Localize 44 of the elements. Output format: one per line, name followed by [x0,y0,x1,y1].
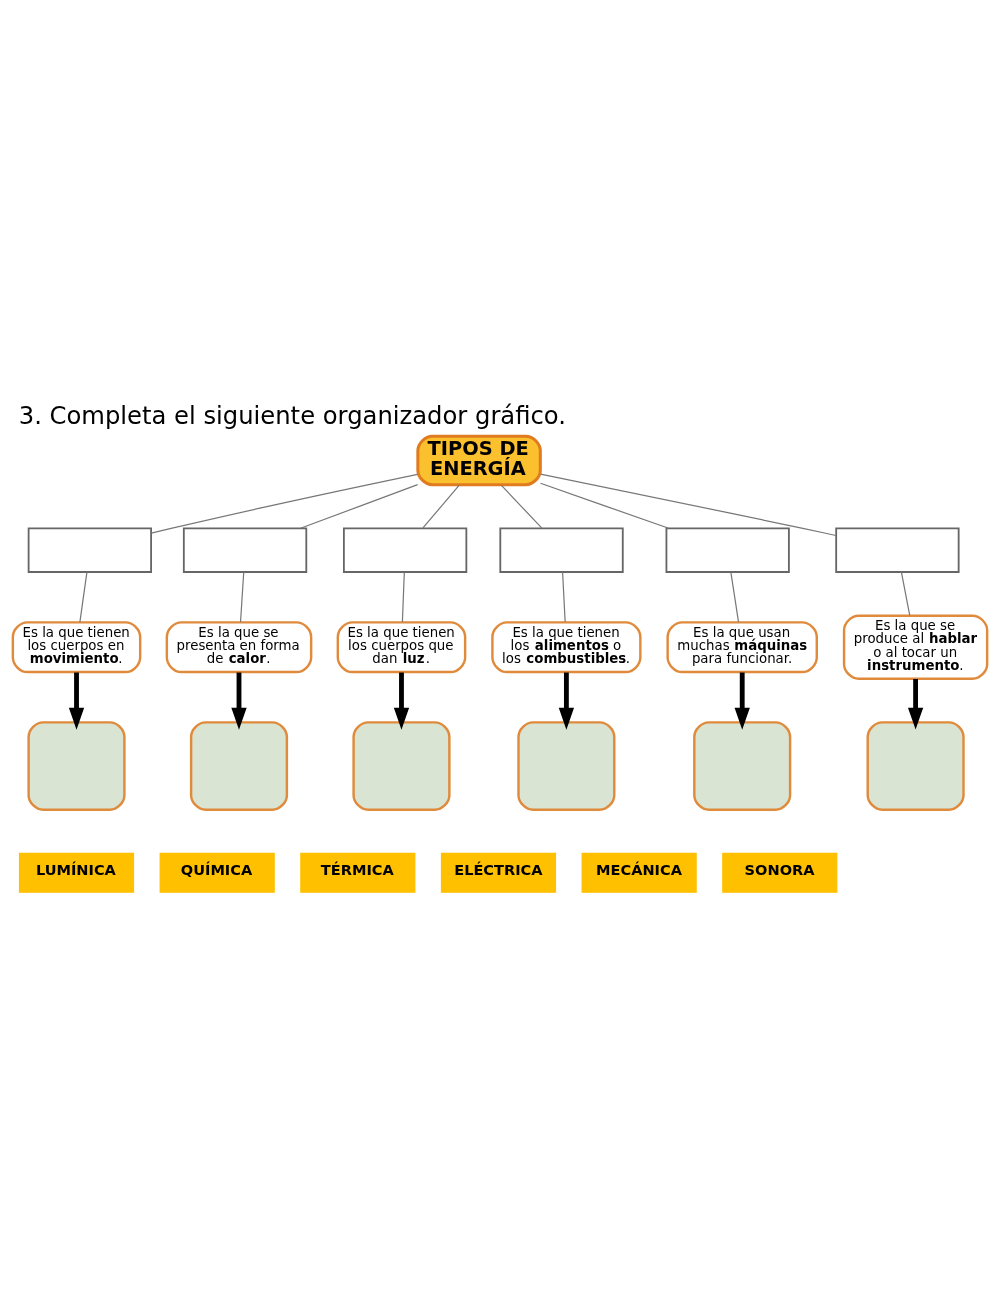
node-box [517,720,616,811]
node-box [835,526,960,573]
connector [500,483,543,529]
node-box [352,720,451,811]
node-box: TIPOS DE ENERGÍA [416,434,542,486]
node-box [27,526,152,573]
node-box: Es la que tienen los cuerpos en movimiento. [11,620,142,673]
node-box: Es la que se presenta en forma de calor. [165,620,313,673]
arrow [231,672,247,730]
arrow [907,678,924,730]
node-box [27,720,126,811]
connector [562,571,566,623]
node-box: QUÍMICA [159,852,275,893]
node-box [693,720,792,811]
node-box: Es la que tienen los cuerpos que dan luz. [336,620,467,673]
node-box: SONORA [722,852,838,893]
connector [900,571,911,616]
connector [299,483,419,529]
connector [150,473,419,534]
arrow [734,672,750,730]
node-box [866,720,965,811]
node-box [499,526,624,573]
node-box [342,526,468,573]
node-box [182,526,308,573]
connector [539,482,670,529]
node-box: MECÁNICA [581,852,697,893]
node-box [665,526,790,573]
node-box: Es la que usan muchas máquinas para funcionar. [666,620,818,673]
arrow [558,672,575,730]
node-box: ELÉCTRICA [440,852,557,893]
connector [422,483,460,529]
connector [730,571,740,623]
connector [539,473,837,536]
node-box: Es la que se produce al hablar o al tocar un instrumento. [842,613,989,680]
diagram-title: 3. Completa el siguiente organizador gráfico. [18,400,566,430]
node-box: TÉRMICA [300,852,416,893]
node-box [189,720,289,811]
connector [401,571,405,623]
arrow [68,672,85,730]
arrow [393,672,410,730]
connector [239,571,245,623]
node-box: LUMÍNICA [18,852,135,893]
connector [79,571,88,623]
node-box: Es la que tienen los alimentos o los combustibles. [491,620,642,673]
